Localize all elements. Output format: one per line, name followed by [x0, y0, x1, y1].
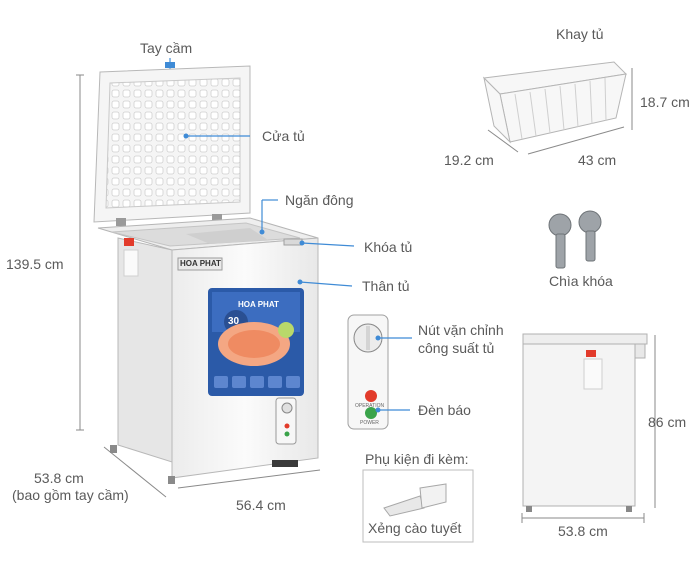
handle-label: Tay cầm [140, 40, 193, 56]
panel-text-operation: OPERATION [355, 403, 385, 409]
key-label: Chìa khóa [549, 273, 613, 289]
side-view-illustration [522, 333, 648, 512]
tray-illustration [482, 61, 628, 144]
tray-label: Khay tủ [556, 26, 604, 42]
width-label: 56.4 cm [236, 497, 286, 513]
freezer-body [93, 62, 319, 484]
dimension-lines [76, 68, 656, 523]
knob-label-line2: công suất tủ [418, 340, 495, 356]
leader-lines [169, 58, 412, 411]
side-width-label: 53.8 cm [558, 523, 608, 539]
body-label: Thân tủ [362, 278, 410, 294]
total-height-label: 139.5 cm [6, 256, 64, 272]
lock-label: Khóa tủ [364, 239, 413, 255]
tray-height-label: 18.7 cm [640, 94, 690, 110]
promo-badge-number: 30 [228, 316, 240, 327]
tray-depth-label: 19.2 cm [444, 152, 494, 168]
key-icon [548, 201, 602, 269]
depth-note-label: (bao gồm tay cầm) [12, 487, 129, 503]
panel-text-power: POWER [360, 420, 379, 426]
promo-brand: HOA PHAT [238, 300, 279, 309]
freezer-compartment-label: Ngăn đông [285, 192, 354, 208]
door-label: Cửa tủ [262, 128, 305, 144]
tray-width-label: 43 cm [578, 152, 617, 168]
scraper-label: Xẻng cào tuyết [368, 520, 462, 536]
accessory-label: Phụ kiện đi kèm: [365, 451, 469, 467]
depth-label: 53.8 cm [34, 470, 84, 486]
side-height-label: 86 cm [648, 414, 687, 430]
knob-label-line1: Nút vặn chỉnh [418, 322, 504, 338]
indicator-label: Đèn báo [418, 402, 471, 418]
accessory-box [362, 469, 474, 543]
leader-dots [167, 63, 381, 413]
brand-tag: HOA PHAT [180, 259, 221, 268]
control-panel-detail [347, 314, 389, 430]
